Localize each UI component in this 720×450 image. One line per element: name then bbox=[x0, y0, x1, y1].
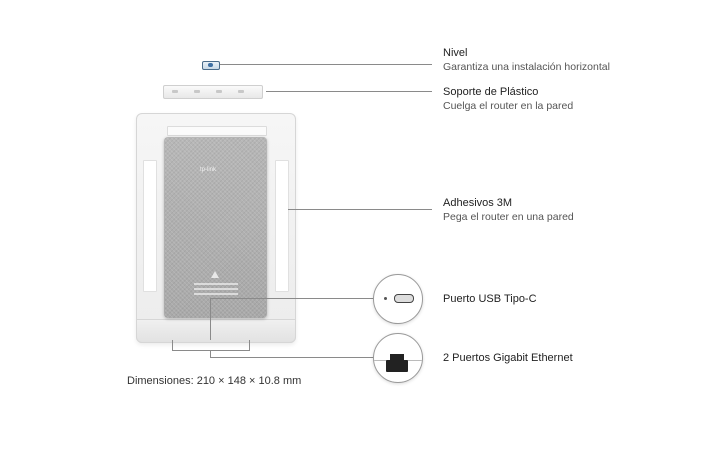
usbc-port-zoom bbox=[373, 274, 423, 324]
callout-desc-level: Garantiza una instalación horizontal bbox=[443, 61, 610, 73]
router-image: tp-link bbox=[164, 137, 267, 318]
plastic-bracket-image bbox=[163, 85, 263, 99]
callout-desc-bracket: Cuelga el router en la pared bbox=[443, 100, 574, 112]
ethernet-bracket bbox=[172, 340, 250, 351]
leader-line-ethernet bbox=[210, 357, 374, 358]
warning-icon bbox=[211, 271, 219, 278]
leader-line-adhesive bbox=[288, 209, 432, 210]
ethernet-ports-zoom bbox=[373, 333, 423, 383]
leader-line-bracket bbox=[266, 91, 432, 92]
callout-desc-adhesive: Pega el router en una pared bbox=[443, 211, 574, 223]
callout-title-usbc: Puerto USB Tipo-C bbox=[443, 293, 537, 305]
leader-line-ethernet-vertical bbox=[210, 350, 211, 357]
callout-title-adhesive: Adhesivos 3M bbox=[443, 197, 513, 209]
dimensions-text: Dimensiones: 210 × 148 × 10.8 mm bbox=[127, 375, 302, 387]
callout-title-level: Nivel bbox=[443, 47, 468, 59]
callout-title-ethernet: 2 Puertos Gigabit Ethernet bbox=[443, 352, 573, 364]
leader-line-usbc-vertical bbox=[210, 298, 211, 340]
leader-line-level bbox=[220, 64, 432, 65]
leader-line-usbc bbox=[210, 298, 374, 299]
level-icon bbox=[202, 61, 220, 70]
callout-title-bracket: Soporte de Plástico bbox=[443, 86, 539, 98]
router-logo: tp-link bbox=[200, 167, 217, 173]
